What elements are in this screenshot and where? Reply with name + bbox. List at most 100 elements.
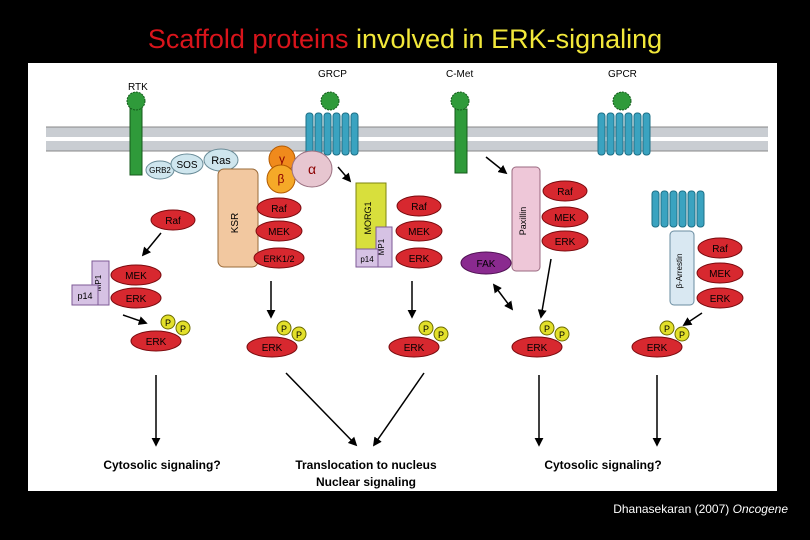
grcp-receptor: [305, 91, 359, 156]
raf-node-paxillin: Raf: [542, 180, 588, 202]
svg-text:P: P: [438, 330, 444, 340]
title-part-erk: involved in ERK-signaling: [348, 24, 663, 54]
arrow-fak-bidirectional: [492, 283, 514, 311]
perk-node-4: ERK P P: [511, 320, 570, 358]
cmet-receptor: [450, 91, 470, 174]
erk-node-left-scaffold: ERK: [110, 287, 162, 309]
svg-text:Raf: Raf: [712, 244, 728, 255]
svg-text:P: P: [664, 324, 670, 334]
erk12-node-ksr: ERK1/2: [253, 247, 305, 269]
svg-text:MEK: MEK: [709, 269, 731, 280]
raf-node-arrestin: Raf: [697, 237, 743, 259]
title-part-scaffold: Scaffold proteins: [147, 24, 349, 54]
p14-scaffold-left: p14: [71, 284, 99, 306]
gpcr-label: GPCR: [608, 69, 637, 80]
grcp-label: GRCP: [318, 69, 347, 80]
paxillin-scaffold: Paxillin: [511, 166, 541, 272]
mek-node-paxillin: MEK: [541, 206, 589, 228]
svg-text:Raf: Raf: [557, 187, 573, 198]
svg-text:P: P: [679, 330, 685, 340]
erk-scaffold-diagram: RTK GRCP C-Met GPCR GRB2 SOS Ras: [46, 69, 768, 489]
cyto-label-right: Cytosolic signaling?: [544, 458, 661, 472]
svg-text:ERK: ERK: [262, 343, 283, 354]
svg-text:ERK: ERK: [404, 343, 425, 354]
svg-text:P: P: [559, 330, 565, 340]
svg-text:ERK: ERK: [146, 337, 167, 348]
svg-text:SOS: SOS: [176, 160, 197, 171]
svg-text:ERK: ERK: [409, 254, 430, 265]
arrow-to-nucleus-2: [372, 372, 425, 447]
svg-text:ERK: ERK: [527, 343, 548, 354]
svg-text:P: P: [180, 324, 186, 334]
diagram-panel: RTK GRCP C-Met GPCR GRB2 SOS Ras: [28, 63, 777, 491]
svg-text:KSR: KSR: [230, 213, 241, 234]
nucleus-label-line2: Nuclear signaling: [316, 475, 416, 489]
svg-text:ERK1/2: ERK1/2: [263, 254, 294, 264]
rtk-label: RTK: [128, 82, 148, 93]
perk-node-3: ERK P P: [388, 320, 449, 358]
raf-node-left: Raf: [150, 209, 196, 231]
svg-text:FAK: FAK: [477, 259, 496, 270]
svg-text:β-Arrestin: β-Arrestin: [675, 254, 684, 289]
arrow-mp1-to-perk: [122, 314, 148, 325]
arrow-cmet-to-paxillin: [485, 156, 508, 175]
sos-node: SOS: [170, 153, 204, 175]
cmet-label: C-Met: [446, 69, 473, 80]
svg-text:γ: γ: [279, 152, 285, 166]
erk-node-paxillin: ERK: [541, 230, 589, 252]
svg-text:MORG1: MORG1: [363, 201, 373, 234]
slide-title: Scaffold proteins involved in ERK-signal…: [0, 22, 810, 56]
arrow-alpha-to-morg1: [337, 166, 352, 183]
svg-text:MEK: MEK: [408, 227, 430, 238]
svg-text:P: P: [165, 318, 171, 328]
svg-text:P: P: [296, 330, 302, 340]
gpcr-receptor-internalized: [651, 190, 705, 228]
svg-text:P: P: [544, 324, 550, 334]
svg-text:β: β: [278, 172, 285, 186]
grb2-node: GRB2: [145, 160, 175, 180]
citation-journal: Oncogene: [732, 502, 788, 516]
ksr-scaffold: KSR: [217, 168, 259, 268]
arrow-raf-to-mp1: [141, 232, 162, 257]
mek-node-left: MEK: [110, 264, 162, 286]
ras-node: Ras: [203, 148, 239, 172]
citation: Dhanasekaran (2007) Oncogene: [613, 502, 788, 516]
erk-node-arrestin: ERK: [696, 287, 744, 309]
mp1-scaffold-morg1: MP1: [375, 226, 393, 268]
citation-author: Dhanasekaran (2007): [613, 502, 733, 516]
perk-node-5: ERK P P: [631, 320, 690, 358]
cyto-label-left: Cytosolic signaling?: [103, 458, 220, 472]
nucleus-label-line1: Translocation to nucleus: [295, 458, 437, 472]
svg-text:MEK: MEK: [268, 227, 290, 238]
svg-text:α: α: [308, 161, 316, 177]
perk-node-2: ERK P P: [246, 320, 307, 358]
svg-text:ERK: ERK: [126, 294, 147, 305]
b-arrestin-scaffold: β-Arrestin: [669, 230, 695, 306]
svg-text:p14: p14: [360, 255, 374, 264]
svg-text:MEK: MEK: [554, 213, 576, 224]
svg-text:P: P: [281, 324, 287, 334]
arrow-paxillin-to-perk: [537, 258, 552, 319]
mek-node-arrestin: MEK: [696, 262, 744, 284]
svg-text:Raf: Raf: [271, 204, 287, 215]
arrow-to-nucleus-1: [285, 372, 358, 447]
svg-text:Raf: Raf: [165, 216, 181, 227]
raf-node-morg1: Raf: [396, 195, 442, 217]
arrow-arrestin-to-perk: [682, 312, 703, 326]
svg-text:MEK: MEK: [125, 271, 147, 282]
mek-node-ksr: MEK: [255, 220, 303, 242]
svg-text:GRB2: GRB2: [149, 166, 171, 175]
fak-node: FAK: [460, 251, 512, 275]
svg-text:ERK: ERK: [710, 294, 731, 305]
svg-text:Raf: Raf: [411, 202, 427, 213]
gpcr-receptor: [597, 91, 651, 156]
svg-text:Ras: Ras: [211, 155, 231, 167]
cell-membrane: [46, 126, 768, 152]
svg-text:MP1: MP1: [377, 238, 386, 255]
erk-node-morg1: ERK: [395, 247, 443, 269]
p14-scaffold-morg1: p14: [355, 248, 379, 268]
rtk-receptor: [126, 91, 146, 176]
svg-text:ERK: ERK: [647, 343, 668, 354]
svg-text:p14: p14: [77, 291, 92, 301]
perk-node-1: ERK P P: [130, 314, 191, 352]
